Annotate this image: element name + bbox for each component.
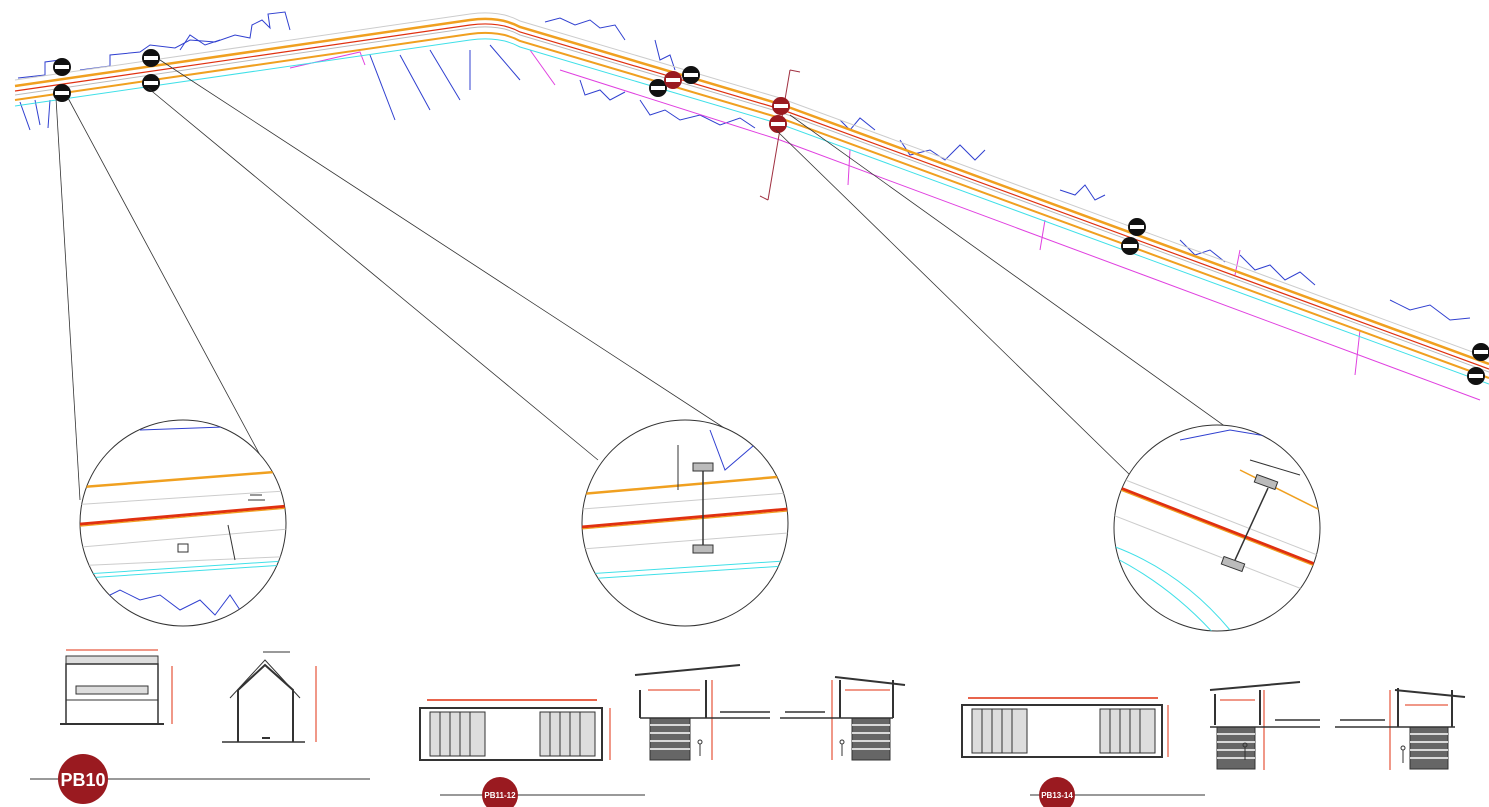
site-plan: [14, 11, 1489, 401]
pb13-14-section-b: [1335, 688, 1466, 770]
marker-black-icon: [142, 49, 160, 67]
pb10-title-badge: PB10: [30, 754, 370, 804]
pb10-label: PB10: [60, 770, 105, 790]
road-alignment: [14, 12, 1489, 385]
marker-black-icon: [1467, 367, 1485, 385]
pb10-side-elevation: [222, 651, 317, 743]
pb11-12-section-a: [634, 664, 770, 761]
marker-black-icon: [682, 66, 700, 84]
marker-black-icon: [53, 84, 71, 102]
pb11-12-title-badge: PB11-12: [440, 777, 645, 807]
detail-circle-1: [79, 419, 287, 627]
section-cut-marker: [759, 69, 801, 201]
building-outlines: [17, 11, 1471, 321]
marker-red-icon: [769, 115, 787, 133]
detail-circle-2: [581, 419, 789, 627]
pb10-front-elevation: [60, 649, 173, 725]
pb13-14-title-badge: PB13-14: [1030, 777, 1205, 807]
pb13-14-plan: [961, 697, 1169, 758]
marker-black-icon: [1472, 343, 1489, 361]
pb13-14-label: PB13-14: [1041, 791, 1073, 800]
pb13-14-section-a: [1209, 681, 1320, 770]
pb11-12-section-b: [780, 676, 906, 761]
marker-black-icon: [1121, 237, 1139, 255]
callout-leaders: [55, 59, 1301, 501]
station-markers: [53, 49, 1489, 385]
detail-circle-3: [1113, 424, 1321, 632]
marker-black-icon: [142, 74, 160, 92]
marker-red-icon: [664, 71, 682, 89]
marker-black-icon: [649, 79, 667, 97]
marker-black-icon: [53, 58, 71, 76]
parcel-lines: [289, 49, 1481, 401]
marker-black-icon: [1128, 218, 1146, 236]
pb11-12-label: PB11-12: [484, 791, 516, 800]
pb11-12-plan: [419, 699, 611, 761]
marker-red-icon: [772, 97, 790, 115]
